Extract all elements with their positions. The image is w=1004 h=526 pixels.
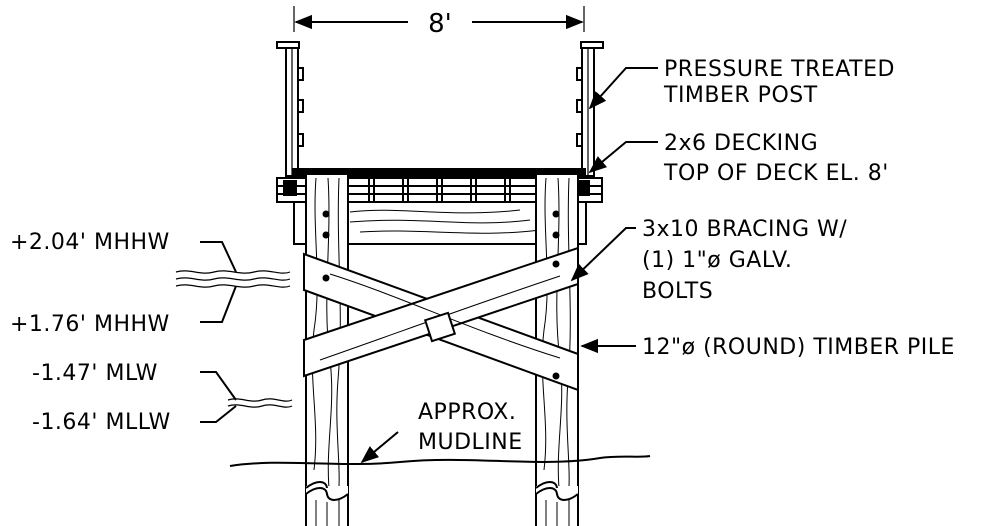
brace-bolt	[322, 274, 330, 282]
mudline-leader	[360, 431, 399, 464]
tide-label-mllw: -1.64' MLLW	[32, 410, 171, 435]
bracing-label-line1: 3x10 BRACING W/	[642, 217, 847, 242]
tide-label-mlw: -1.47' MLW	[32, 361, 158, 386]
mudline-label-line1: APPROX.	[418, 400, 516, 425]
pile-break-symbols	[305, 481, 579, 526]
bracing-label-line2: (1) 1"ø GALV.	[642, 248, 792, 273]
timber-post-right	[576, 41, 604, 177]
post-label-line1: PRESSURE TREATED	[664, 57, 895, 82]
tide-leader-mhhw-lower	[200, 285, 237, 323]
cross-bracing	[303, 246, 579, 392]
pile-label: 12"ø (ROUND) TIMBER PILE	[642, 335, 955, 360]
post-label-line2: TIMBER POST	[663, 83, 818, 108]
dimension-text: 8'	[428, 9, 452, 39]
bracing-leader	[570, 227, 636, 282]
brace-bolt	[552, 372, 560, 380]
water-line-lower	[227, 398, 293, 408]
tide-leader-mlw	[200, 371, 237, 401]
timber-pile-right	[535, 173, 579, 501]
tide-label-mhhw-lower: +1.76' MHHW	[10, 312, 170, 337]
tide-leader-mhhw-upper	[200, 241, 237, 273]
decking-label-line2: TOP OF DECK EL. 8'	[663, 161, 889, 186]
brace-bolt	[552, 260, 560, 268]
water-line-upper	[175, 270, 291, 288]
bracing-label-line3: BOLTS	[642, 279, 713, 304]
width-dimension: 8'	[293, 6, 585, 39]
brace-bolt-block	[423, 311, 457, 343]
decking-leader	[588, 141, 658, 174]
decking-label-line1: 2x6 DECKING	[664, 131, 818, 156]
tide-leader-mllw	[200, 405, 237, 423]
tide-label-mhhw-upper: +2.04' MHHW	[10, 230, 170, 255]
mudline-curve	[229, 455, 651, 467]
mudline-label-line2: MUDLINE	[418, 430, 523, 455]
timber-post-left	[276, 41, 304, 177]
post-leader	[588, 67, 658, 110]
